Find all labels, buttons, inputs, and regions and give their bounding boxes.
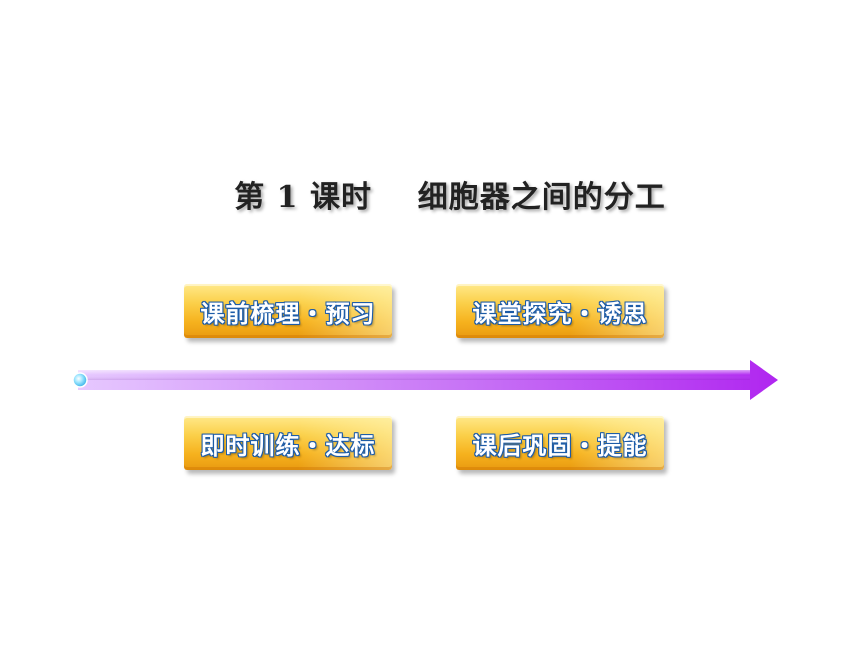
timeline-arrow-shine xyxy=(78,370,750,380)
nav-button-classroom-inquiry[interactable]: 课堂探究・诱思 xyxy=(456,284,664,338)
nav-button-label: 课堂探究・诱思 xyxy=(472,299,648,328)
timeline-start-dot xyxy=(72,372,88,388)
nav-button-practice[interactable]: 即时训练・达标 xyxy=(184,416,392,470)
nav-button-preview[interactable]: 课前梳理・预习 xyxy=(184,284,392,338)
nav-button-label: 即时训练・达标 xyxy=(200,431,376,460)
slide-title: 第 1 课时 细胞器之间的分工 xyxy=(234,180,666,215)
timeline-arrow xyxy=(72,360,778,400)
nav-button-label: 课后巩固・提能 xyxy=(472,431,648,460)
nav-button-consolidation[interactable]: 课后巩固・提能 xyxy=(456,416,664,470)
nav-button-label: 课前梳理・预习 xyxy=(200,299,376,328)
